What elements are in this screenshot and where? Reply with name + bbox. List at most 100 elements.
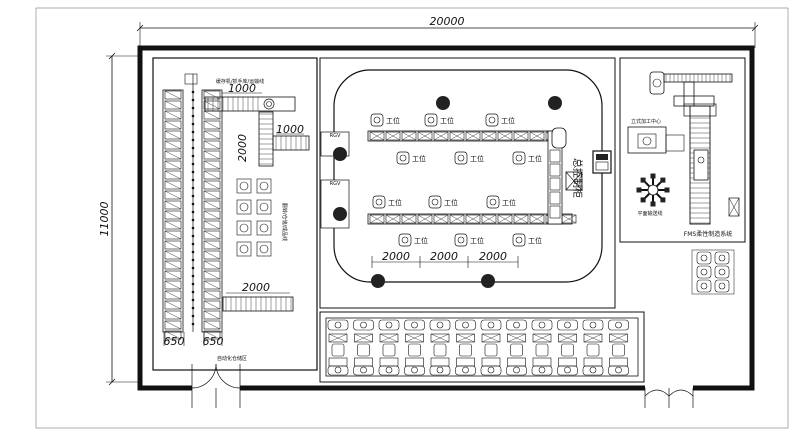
rack-cell — [203, 240, 221, 250]
rack-cell — [203, 150, 221, 160]
rack-cell — [164, 210, 182, 220]
door-left — [191, 363, 241, 408]
master-control-cabinet — [592, 150, 612, 174]
rack-cross — [164, 290, 182, 300]
gripper-frame — [256, 178, 272, 194]
workstation-seat — [457, 236, 465, 244]
unit-top-seat — [538, 321, 546, 329]
workstation: 工位 — [485, 113, 515, 127]
line-cell — [385, 214, 401, 224]
workstation-chair — [454, 151, 468, 165]
workstation-label: 工位 — [414, 236, 428, 245]
unit-bottom — [429, 365, 451, 376]
fms-track — [683, 103, 717, 225]
line-cell — [417, 214, 433, 224]
rail-dot — [191, 162, 195, 166]
unit-bottom — [531, 365, 553, 376]
unit-bench-lower — [379, 357, 399, 367]
unit-top — [480, 319, 502, 331]
unit-body — [433, 343, 447, 357]
rack-cell — [164, 270, 182, 280]
line-cell — [549, 205, 561, 219]
unit-top-seat — [385, 321, 393, 329]
unit-bottom-seat — [564, 366, 571, 374]
unit-body — [484, 343, 498, 357]
workstation: 工位 — [424, 113, 454, 127]
gripper-frame — [256, 199, 272, 215]
line-cell — [417, 131, 433, 141]
gripper-frame — [236, 178, 252, 194]
bottom-unit — [429, 319, 451, 376]
unit-bench-cross — [379, 333, 399, 343]
rack-cross — [164, 230, 182, 240]
rack-cross — [203, 120, 221, 130]
unit-bench-cross — [481, 333, 501, 343]
rack-cell — [164, 110, 182, 120]
rail-dot — [191, 122, 195, 126]
side-unit — [714, 251, 730, 265]
line-cell — [465, 131, 481, 141]
line-cell-cross — [497, 214, 513, 224]
rack-cell — [203, 310, 221, 320]
line-cell-cross — [481, 131, 497, 141]
side-unit — [696, 265, 712, 279]
workstation-label: 工位 — [470, 154, 484, 163]
unit-top-seat — [462, 321, 469, 329]
rail-dot — [191, 298, 195, 302]
bottom-unit — [327, 319, 349, 376]
rack-cell — [164, 290, 182, 300]
workstation-label: 工位 — [501, 116, 515, 125]
workstation: 工位 — [372, 195, 402, 209]
gripper-circle — [239, 202, 249, 212]
line-cell — [549, 177, 561, 191]
unit-top-seat — [589, 321, 597, 329]
column-pillar — [436, 96, 450, 110]
unit-bench-cross — [328, 333, 348, 343]
rail-dot — [191, 170, 195, 174]
line-cell-cross — [433, 214, 449, 224]
workstation-chair — [486, 195, 500, 209]
robot-gripper — [640, 197, 646, 203]
unit-bottom — [557, 365, 578, 376]
rack-cell — [203, 90, 221, 100]
rack-cell — [203, 280, 221, 290]
side-unit-seat — [718, 254, 726, 262]
workstation-chair — [424, 113, 438, 127]
conveyor-vertical — [258, 111, 274, 167]
workstation: 工位 — [396, 151, 426, 165]
unit-bench — [379, 333, 399, 343]
rail-dot — [191, 242, 195, 246]
unit-body — [459, 343, 472, 357]
workstation-label: 工位 — [528, 236, 542, 245]
unit-bottom-seat — [360, 366, 367, 374]
rack-cross — [203, 330, 221, 340]
unit-bench-lower — [405, 357, 424, 367]
bottom-unit — [506, 319, 527, 376]
rack-cross — [164, 200, 182, 210]
line-cell — [481, 214, 497, 224]
workstation-chair — [372, 195, 386, 209]
rack-cross — [203, 150, 221, 160]
line-cell — [401, 131, 417, 141]
line-cell-cross — [449, 214, 465, 224]
line-cell-cross — [385, 131, 401, 141]
workstation-label: 工位 — [388, 198, 402, 207]
unit-bottom — [378, 365, 400, 376]
unit-bench-lower — [481, 357, 501, 367]
rack-cross — [203, 220, 221, 230]
rail-dot — [191, 274, 195, 278]
line-cell — [513, 214, 529, 224]
rack-cross — [203, 210, 221, 220]
rack-cell — [164, 120, 182, 130]
workstation: 工位 — [454, 233, 484, 247]
rail-dot — [191, 306, 195, 310]
unit-body — [535, 343, 549, 357]
storage-label-bottom: 自动化仓储区 — [217, 355, 247, 362]
unit-bench — [354, 333, 373, 343]
rack-cell — [164, 280, 182, 290]
rack-cross — [164, 160, 182, 170]
workstation-chair — [485, 113, 499, 127]
unit-body — [510, 343, 523, 357]
dim-1000b: 1000 — [276, 123, 304, 136]
conveyor-bottom — [222, 296, 294, 312]
